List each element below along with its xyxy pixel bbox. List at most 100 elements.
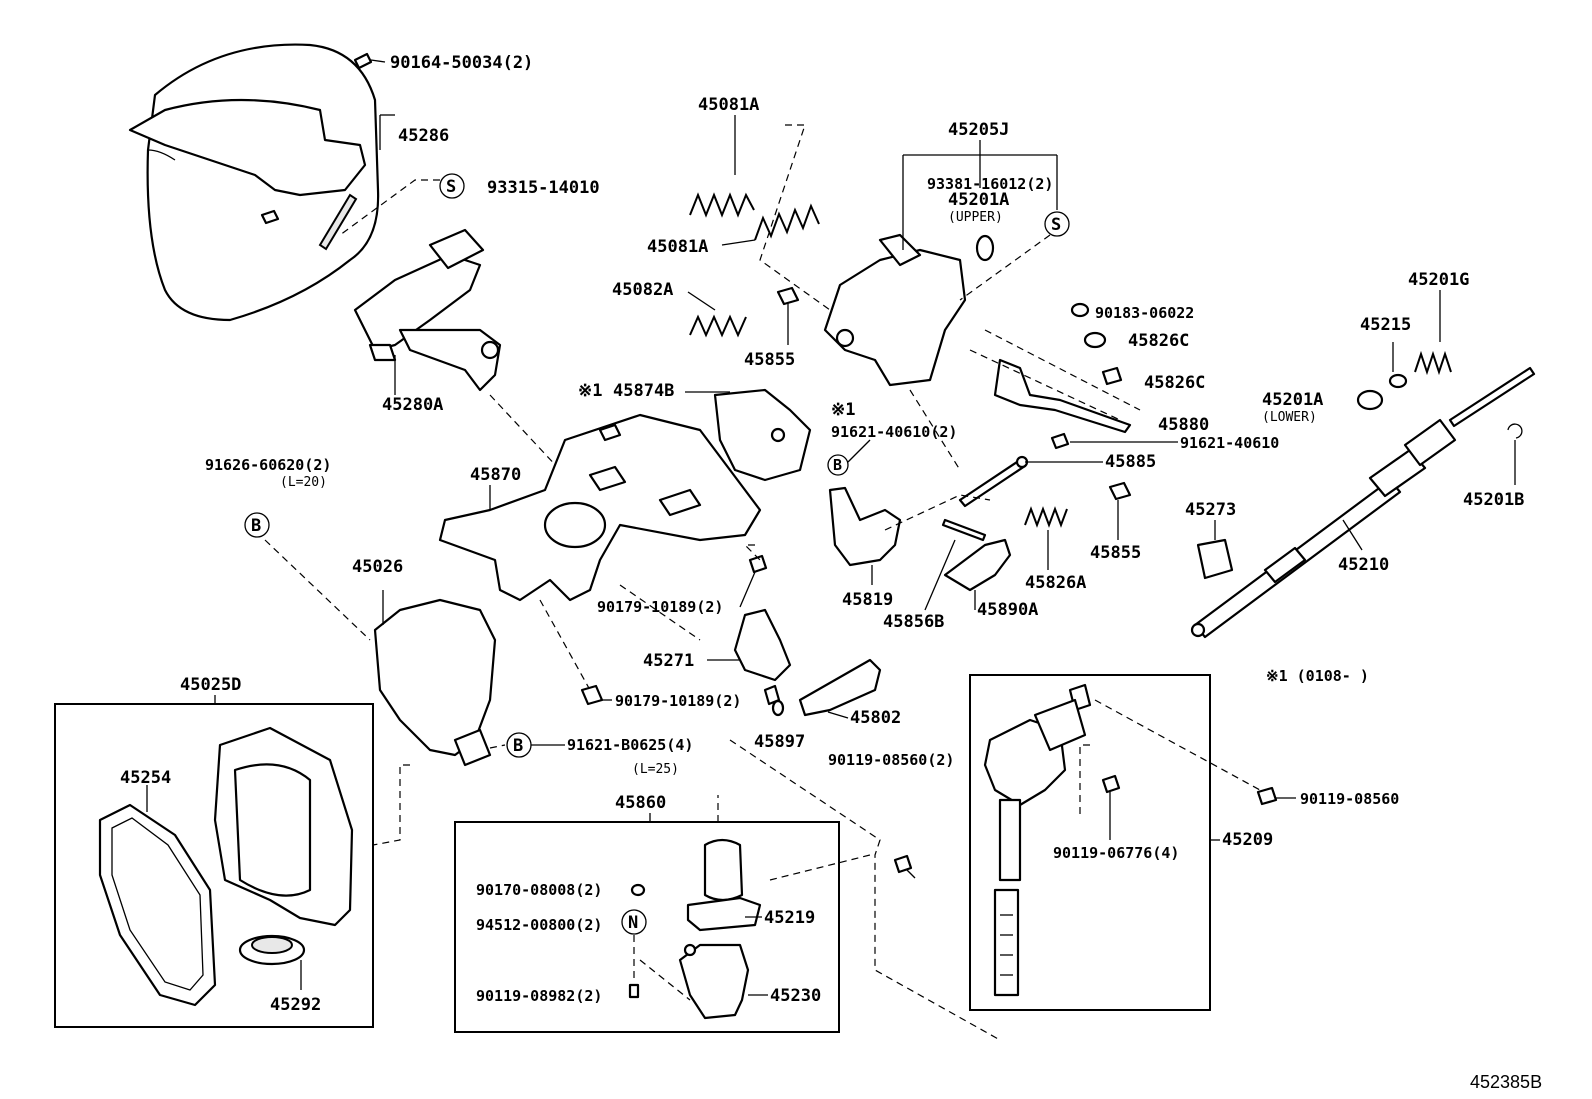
spring-45081A-top[interactable] — [689, 192, 755, 218]
label-90119-06776: 90119-06776(4) — [1053, 844, 1179, 862]
spring-45826A[interactable] — [1024, 506, 1068, 528]
bolt-90119-08982[interactable] — [628, 983, 640, 999]
bolt-91621-40610[interactable] — [1050, 432, 1070, 450]
gear-housing-45230[interactable] — [678, 943, 750, 1020]
washer-45215[interactable] — [1388, 373, 1408, 389]
diagram-reference: 452385B — [1470, 1072, 1542, 1092]
collar-45826C-a[interactable] — [1083, 331, 1107, 349]
symbol-s-circle-2 — [1044, 211, 1070, 237]
bracket-45874B[interactable] — [713, 388, 812, 482]
label-45210: 45210 — [1338, 555, 1389, 575]
label-45874B-star: ※1 — [578, 381, 602, 401]
tilt-bracket-45280A[interactable] — [353, 228, 502, 392]
pin-45856B[interactable] — [941, 518, 987, 542]
bolt-90183[interactable] — [1070, 302, 1090, 318]
lever-45890A[interactable] — [943, 538, 1012, 592]
screw-90164[interactable] — [353, 52, 386, 70]
symbol-s-circle — [439, 173, 465, 199]
label-45201A-lower: 45201A — [1262, 390, 1323, 410]
gasket-45254[interactable] — [98, 803, 217, 1007]
leader-45802 — [827, 711, 849, 719]
label-45201G: 45201G — [1408, 270, 1469, 290]
nut-90170[interactable] — [630, 883, 646, 897]
dash-91626 — [264, 539, 371, 641]
motor-45219[interactable] — [686, 838, 762, 932]
label-45219: 45219 — [764, 908, 815, 928]
leader-90179-a — [739, 571, 756, 608]
dash-45280A — [489, 394, 561, 471]
label-91621-40610-2: 91621-40610(2) — [831, 423, 957, 441]
label-90183: 90183-06022 — [1095, 304, 1194, 322]
dash-90179-a — [743, 544, 761, 561]
shaft-45210[interactable] — [1190, 366, 1536, 639]
spring-45082A[interactable] — [689, 314, 747, 338]
collar-45826C-b[interactable] — [1101, 366, 1123, 386]
symbol-b: B — [833, 456, 842, 474]
label-45856B: 45856B — [883, 612, 944, 632]
bracket-45271[interactable] — [733, 608, 792, 682]
label-star1-b: ※1 — [831, 400, 855, 420]
universal-joint-45209[interactable] — [983, 683, 1092, 997]
bolt-90119-06776[interactable] — [1101, 774, 1121, 794]
leader-45856B — [924, 539, 956, 611]
label-45230: 45230 — [770, 986, 821, 1006]
label-90179-a: 90179-10189(2) — [597, 598, 723, 616]
label-45880: 45880 — [1158, 415, 1209, 435]
leader-45210 — [1342, 519, 1363, 551]
seal-45292[interactable] — [238, 934, 306, 966]
label-45286: 45286 — [398, 126, 449, 146]
label-45885: 45885 — [1105, 452, 1156, 472]
bushing-45273[interactable] — [1196, 538, 1234, 580]
bushing-45201A-lower[interactable] — [1356, 389, 1384, 411]
label-90179-b: 90179-10189(2) — [615, 692, 741, 710]
label-45201B: 45201B — [1463, 490, 1524, 510]
bolt-45897[interactable] — [763, 684, 785, 717]
dash-93381 — [959, 234, 1051, 301]
label-45201A-lower-note: (LOWER) — [1262, 410, 1317, 425]
nut-45855-a[interactable] — [776, 286, 800, 306]
dash-lower-levers — [884, 389, 991, 531]
rod-45885[interactable] — [958, 455, 1029, 508]
label-45280A: 45280A — [382, 395, 443, 415]
label-91621-40610: 91621-40610 — [1180, 434, 1279, 452]
label-45292: 45292 — [270, 995, 321, 1015]
label-90119-08560-2: 90119-08560(2) — [828, 751, 954, 769]
bolt-90119-08560-a[interactable] — [893, 854, 916, 879]
label-45826C-b: 45826C — [1144, 373, 1205, 393]
spring-45081A-mid[interactable] — [754, 203, 820, 241]
lever-45880[interactable] — [993, 358, 1132, 434]
clip-45201B[interactable] — [1507, 423, 1523, 439]
tilt-lever-45205J[interactable] — [823, 233, 967, 387]
label-45802: 45802 — [850, 708, 901, 728]
label-45081A-top: 45081A — [698, 95, 759, 115]
leader-93315 — [339, 179, 440, 236]
label-45201A-upper-note: (UPPER) — [948, 210, 1003, 225]
label-45826A: 45826A — [1025, 573, 1086, 593]
label-45819: 45819 — [842, 590, 893, 610]
column-cover-45286[interactable] — [128, 43, 380, 322]
lever-45819[interactable] — [828, 486, 902, 567]
column-tube-45870[interactable] — [438, 413, 762, 602]
nut-45855-b[interactable] — [1108, 481, 1132, 501]
label-90119-08560: 90119-08560 — [1300, 790, 1399, 808]
nut-90179-b[interactable] — [580, 684, 604, 706]
bracket-45802[interactable] — [798, 658, 882, 717]
note-star1: ※1 (0108- ) — [1266, 667, 1369, 685]
bushing-45201A-upper[interactable] — [975, 234, 995, 262]
label-90164: 90164-50034(2) — [390, 53, 533, 73]
box-45209 — [969, 674, 1211, 1011]
label-45271: 45271 — [643, 651, 694, 671]
symbol-s-2: S — [1051, 215, 1061, 235]
label-45897: 45897 — [754, 732, 805, 752]
symbol-b-circle-2 — [244, 512, 270, 538]
label-90170: 90170-08008(2) — [476, 881, 602, 899]
boot-45025D[interactable] — [213, 726, 354, 927]
bolt-90119-08560-b[interactable] — [1256, 786, 1278, 806]
column-cover-45026[interactable] — [373, 598, 497, 767]
label-45209: 45209 — [1222, 830, 1273, 850]
symbol-n-circle — [621, 909, 647, 935]
spring-45201G[interactable] — [1414, 350, 1452, 376]
label-45273: 45273 — [1185, 500, 1236, 520]
symbol-n: N — [628, 913, 638, 933]
